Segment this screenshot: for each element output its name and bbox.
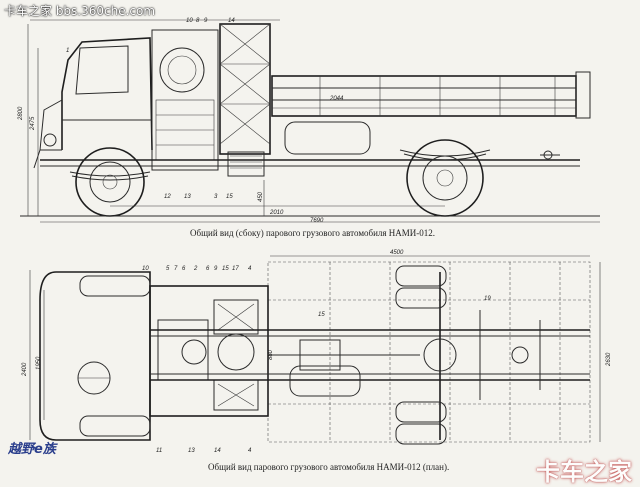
callout-plan-top-6: 6 [206, 266, 210, 272]
side-view-drawing [20, 19, 600, 223]
callout-plan-top-3: 7 [174, 266, 178, 272]
dim-bed-length: 4500 [390, 250, 404, 256]
caption-plan-view: Общий вид парового грузового автомобиля … [208, 462, 450, 472]
callout-plan-top-4: 6 [182, 266, 186, 272]
callout-plan-top-1: 10 [142, 266, 149, 272]
dim-frame-mid: 880 [268, 349, 274, 360]
callout-plan-top-10: 4 [248, 266, 252, 272]
callout-side-bottom-3: 3 [214, 194, 218, 200]
dim-ground-clearance: 450 [258, 191, 264, 202]
dim-track-front: 2400 [22, 362, 28, 377]
watermark-top-left: 卡车之家 bbs.360che.com [4, 4, 156, 18]
callout-plan-bottom-4: 4 [248, 448, 252, 454]
callout-side-top-2: 8 [196, 18, 200, 24]
callout-side-top-1: 10 [186, 18, 193, 24]
caption-side-view: Общий вид (сбоку) парового грузового авт… [190, 228, 436, 238]
dim-body-length: 2044 [329, 96, 344, 102]
callout-side-bottom-1: 12 [164, 194, 171, 200]
callout-plan-mid: 15 [318, 312, 325, 318]
callout-side-top-3: 9 [204, 18, 208, 24]
watermark-bottom-left: 越野e族 [8, 442, 56, 457]
callout-side-bottom-2: 13 [184, 194, 191, 200]
dim-wheelbase: 2010 [269, 210, 284, 216]
callout-plan-right: 19 [484, 296, 491, 302]
callout-plan-bottom-2: 13 [188, 448, 195, 454]
callout-plan-top-9: 17 [232, 266, 239, 272]
dim-overall-length: 7690 [310, 218, 324, 224]
callout-side-top-4: 14 [228, 18, 235, 24]
callout-plan-top-5: 2 [193, 266, 198, 272]
dim-height-cab: 2475 [30, 116, 36, 131]
callout-plan-top-7: 9 [214, 266, 218, 272]
callout-side-bottom-4: 15 [226, 194, 233, 200]
dim-track-rear: 1950 [36, 356, 42, 370]
dim-width-total: 2630 [606, 352, 612, 367]
callout-plan-top-2: 5 [166, 266, 170, 272]
callout-plan-bottom-1: 11 [156, 448, 162, 454]
watermark-bottom-right: 卡车之家 [536, 458, 632, 486]
callout-plan-top-8: 15 [222, 266, 229, 272]
plan-view-drawing [29, 255, 601, 445]
dim-height-total: 2800 [18, 106, 24, 121]
callout-plan-bottom-3: 14 [214, 448, 221, 454]
callout-side-left: 1 [66, 48, 69, 54]
